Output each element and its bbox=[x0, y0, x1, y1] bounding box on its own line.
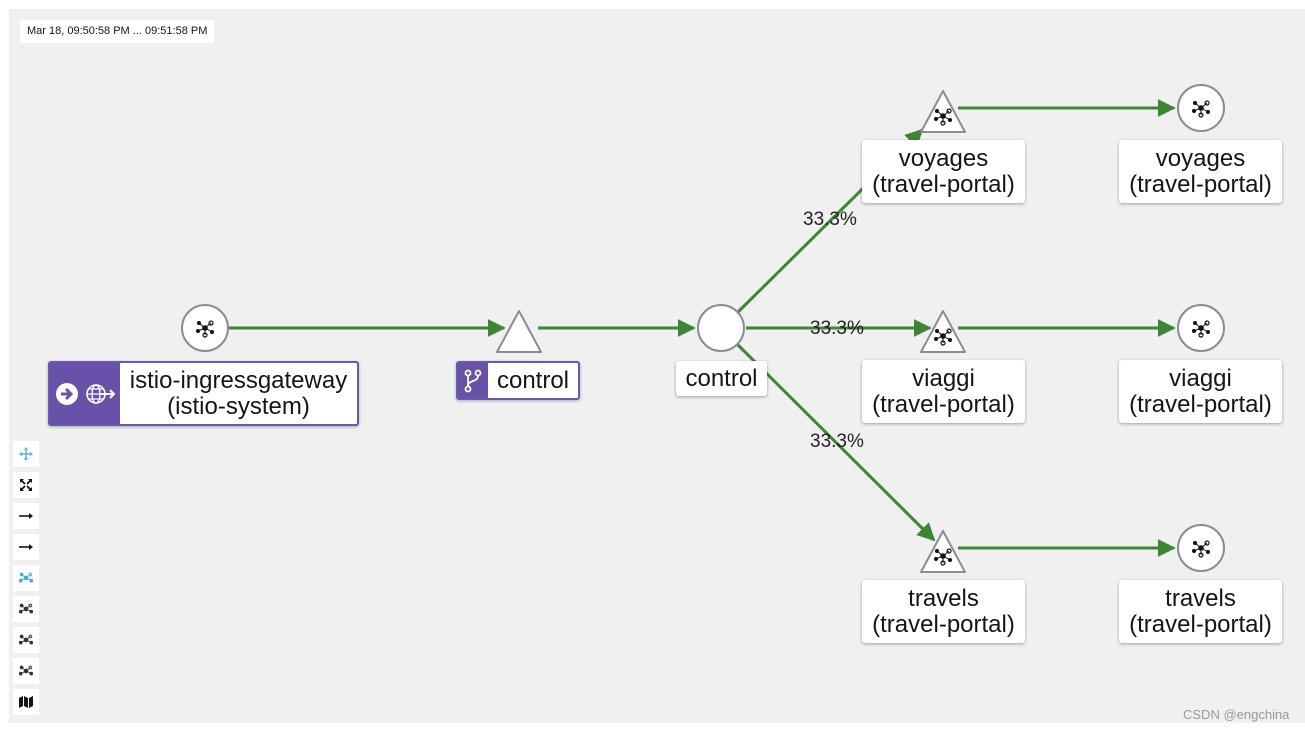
graph-toolbar bbox=[13, 441, 39, 720]
edge-label-viaggi: 33.3% bbox=[810, 318, 864, 339]
layout-2-button[interactable] bbox=[13, 534, 39, 560]
legend-button[interactable] bbox=[13, 689, 39, 715]
virtual-service-name: control bbox=[496, 366, 570, 394]
travels-app-label[interactable]: travels (travel-portal) bbox=[862, 580, 1025, 643]
ingress-gateway-label[interactable]: istio-ingressgateway (istio-system) bbox=[48, 361, 359, 426]
voyages-app-label[interactable]: voyages (travel-portal) bbox=[862, 140, 1025, 203]
hierarchy-icon bbox=[19, 665, 33, 676]
fit-icon bbox=[20, 479, 32, 491]
workload-name: voyages bbox=[1155, 144, 1246, 172]
pan-button[interactable] bbox=[13, 441, 39, 467]
ingress-name: istio-ingressgateway bbox=[129, 366, 348, 394]
layout-1-button[interactable] bbox=[13, 503, 39, 529]
workload-namespace: (travel-portal) bbox=[1129, 610, 1272, 638]
hierarchy-icon bbox=[19, 603, 33, 614]
time-range-label: Mar 18, 09:50:58 PM ... 09:51:58 PM bbox=[20, 20, 215, 43]
app-namespace: (travel-portal) bbox=[872, 610, 1015, 638]
layout-dagre-button[interactable] bbox=[13, 565, 39, 591]
app-namespace: (travel-portal) bbox=[872, 170, 1015, 198]
fit-to-screen-button[interactable] bbox=[13, 472, 39, 498]
branch-icon bbox=[464, 369, 482, 392]
arrow-circle-right-icon bbox=[56, 382, 78, 405]
vs-badge bbox=[458, 363, 488, 398]
voyages-workload-node[interactable] bbox=[1177, 84, 1225, 132]
pan-icon bbox=[19, 447, 33, 461]
edge-label-voyages: 33.3% bbox=[803, 209, 857, 230]
layout-cose-button[interactable] bbox=[13, 596, 39, 622]
app-name: viaggi bbox=[912, 364, 975, 392]
viaggi-workload-node[interactable] bbox=[1177, 304, 1225, 352]
control-service-node[interactable] bbox=[697, 304, 745, 352]
service-label[interactable]: control bbox=[676, 361, 767, 396]
layout-arrow-icon bbox=[19, 513, 33, 519]
edge-to-travels[interactable] bbox=[736, 343, 936, 542]
app-namespace: (travel-portal) bbox=[872, 390, 1015, 418]
viaggi-workload-label[interactable]: viaggi (travel-portal) bbox=[1119, 360, 1282, 423]
ingress-badges bbox=[50, 363, 120, 424]
travels-app-node[interactable] bbox=[920, 530, 966, 573]
workload-name: viaggi bbox=[1169, 364, 1232, 392]
layout-cola-button[interactable] bbox=[13, 627, 39, 653]
service-name: control bbox=[685, 364, 758, 392]
ingress-namespace: (istio-system) bbox=[167, 392, 310, 420]
layout-arrow-icon bbox=[19, 544, 33, 550]
travels-workload-node[interactable] bbox=[1177, 524, 1225, 572]
map-icon bbox=[19, 696, 33, 708]
hierarchy-icon bbox=[19, 634, 33, 645]
workload-name: travels bbox=[1165, 584, 1236, 612]
viaggi-app-node[interactable] bbox=[920, 310, 966, 353]
edge-label-travels: 33.3% bbox=[810, 431, 864, 452]
hierarchy-icon bbox=[19, 572, 33, 583]
travels-workload-label[interactable]: travels (travel-portal) bbox=[1119, 580, 1282, 643]
globe-arrow-icon bbox=[86, 383, 115, 404]
layout-breadthfirst-button[interactable] bbox=[13, 658, 39, 684]
voyages-workload-label[interactable]: voyages (travel-portal) bbox=[1119, 140, 1282, 203]
app-name: voyages bbox=[898, 144, 989, 172]
workload-namespace: (travel-portal) bbox=[1129, 170, 1272, 198]
ingress-workload-node[interactable] bbox=[181, 304, 229, 352]
app-name: travels bbox=[908, 584, 979, 612]
voyages-app-node[interactable] bbox=[920, 90, 966, 133]
control-virtual-service-node[interactable] bbox=[496, 310, 542, 353]
viaggi-app-label[interactable]: viaggi (travel-portal) bbox=[862, 360, 1025, 423]
virtual-service-label[interactable]: control bbox=[456, 361, 580, 400]
watermark: CSDN @engchina bbox=[1183, 707, 1290, 722]
workload-namespace: (travel-portal) bbox=[1129, 390, 1272, 418]
